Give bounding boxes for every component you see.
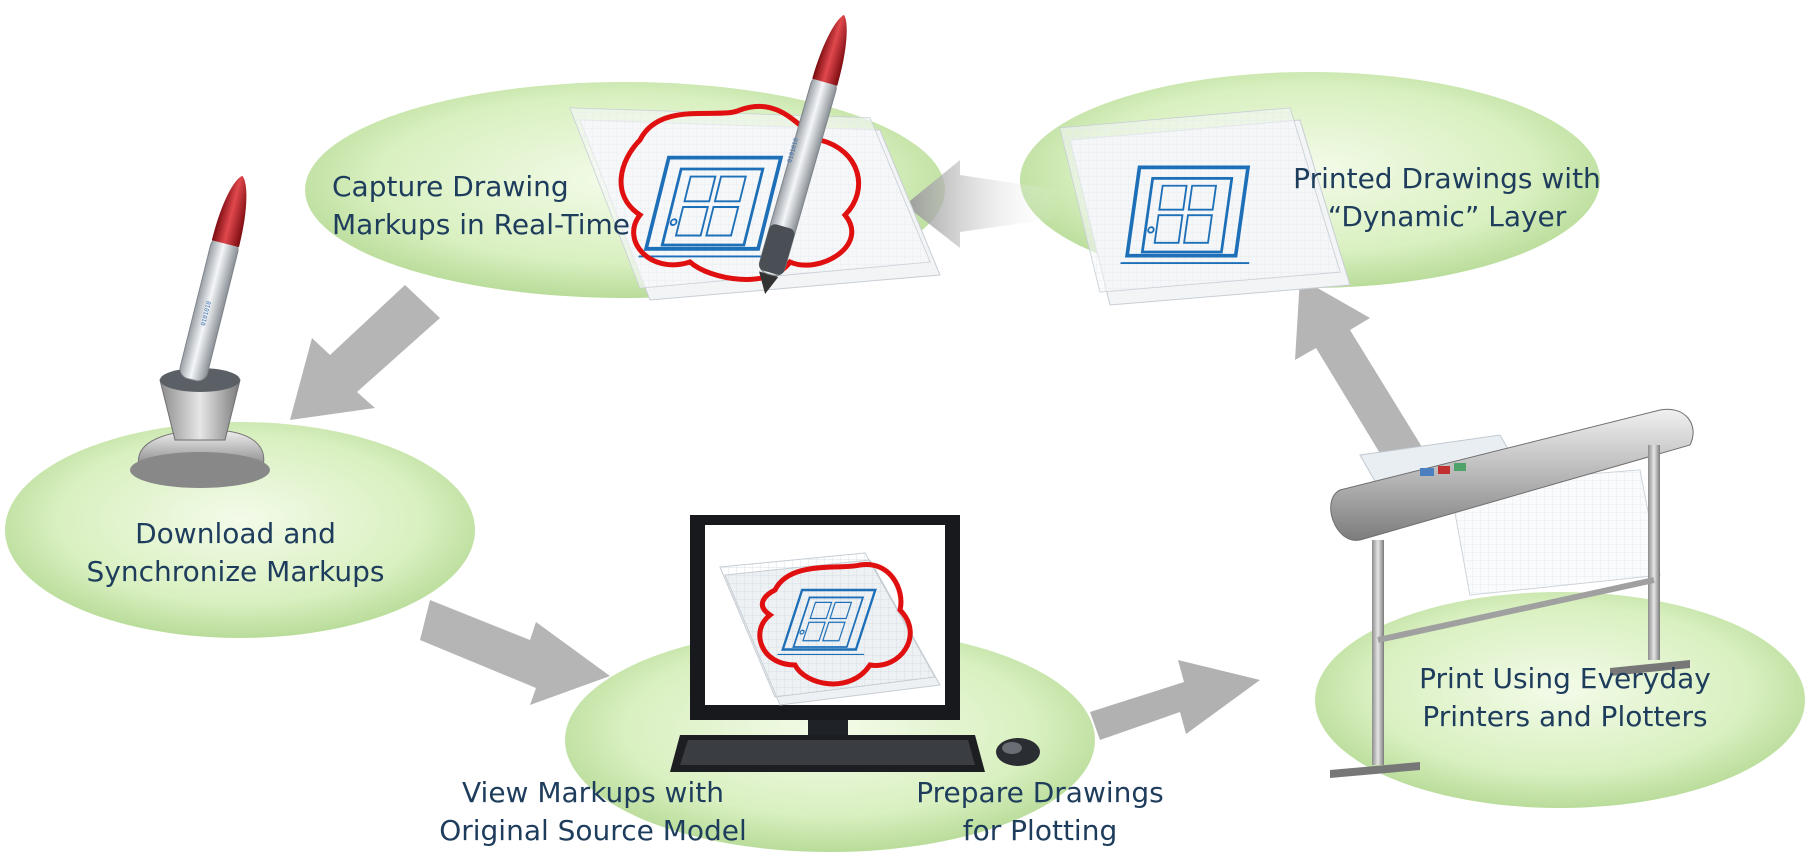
arrow-printed-to-capture — [905, 160, 1060, 248]
mouse-icon — [996, 738, 1040, 766]
arrow-download-to-view — [420, 600, 610, 705]
step-label-view-line2: Original Source Model — [439, 814, 747, 847]
step-label-print-line1: Print Using Everyday — [1419, 662, 1711, 695]
arrow-view-to-print — [1090, 660, 1260, 740]
pen-dock-icon: 0101010 — [130, 175, 270, 488]
step-label-capture-line2: Markups in Real-Time — [332, 208, 631, 241]
step-label-capture-line1: Capture Drawing — [332, 170, 569, 203]
step-label-capture: Capture Drawing Markups in Real-Time — [332, 168, 630, 244]
step-ellipse-download — [5, 422, 475, 638]
plotter-icon — [1330, 408, 1694, 778]
step-label-print-line2: Printers and Plotters — [1422, 700, 1708, 733]
arrow-print-to-printed — [1295, 278, 1430, 478]
step-label-download-line1: Download and — [135, 517, 336, 550]
arrow-capture-to-download — [290, 285, 440, 420]
step-label-printed-line2: “Dynamic” Layer — [1327, 200, 1567, 233]
printed-drawings-icon — [1059, 107, 1351, 306]
step-label-printed: Printed Drawings with “Dynamic” Layer — [1252, 160, 1642, 236]
step-label-printed-line1: Printed Drawings with — [1293, 162, 1601, 195]
step-label-print: Print Using Everyday Printers and Plotte… — [1395, 660, 1735, 736]
digital-pen-icon: 0101010 — [758, 14, 847, 294]
step-label-download-line2: Synchronize Markups — [86, 555, 385, 588]
keyboard-icon — [670, 735, 985, 772]
step-label-prepare-line2: for Plotting — [962, 814, 1118, 847]
drawing-sheet-icon — [569, 103, 941, 301]
step-label-prepare: Prepare Drawings for Plotting — [880, 774, 1200, 850]
step-label-view-line1: View Markups with — [462, 776, 724, 809]
step-ellipse-print — [1315, 592, 1805, 808]
step-label-prepare-line1: Prepare Drawings — [916, 776, 1164, 809]
step-label-view: View Markups with Original Source Model — [408, 774, 778, 850]
step-label-download: Download and Synchronize Markups — [58, 515, 413, 591]
